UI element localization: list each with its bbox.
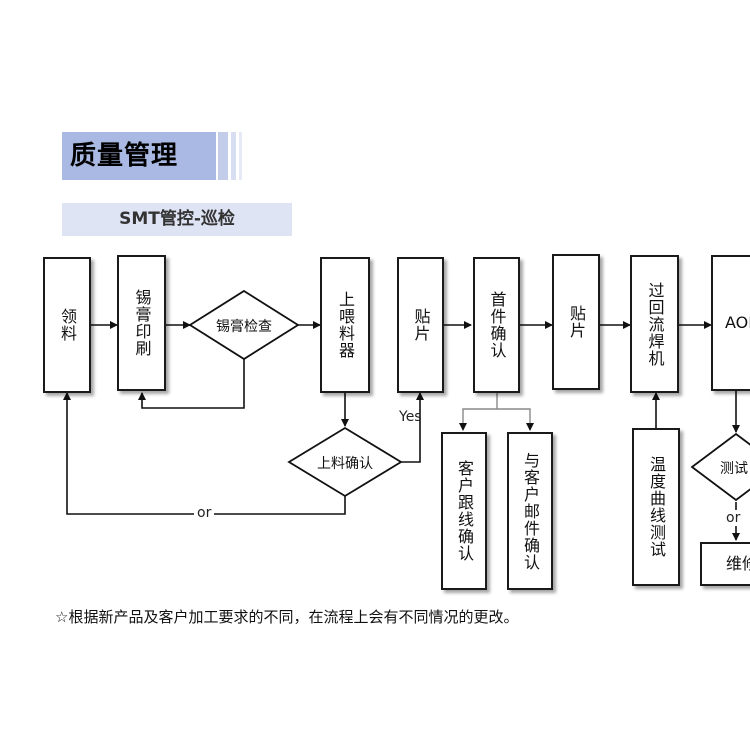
title-stripe xyxy=(231,132,236,180)
edge-label-or-2: or xyxy=(724,510,743,526)
box-wendu-quxian: 温度曲线测试 xyxy=(632,428,680,586)
box-kehu-youjian: 与客户邮件确认 xyxy=(507,432,553,590)
decision-xigao-jiancha-label: 锡膏检查 xyxy=(216,319,272,335)
decision-ceshi-label: 测试 xyxy=(720,461,748,477)
box-shoujian-queren: 首件确认 xyxy=(473,257,520,393)
box-kehu-youjian-label: 与客户邮件确认 xyxy=(521,451,540,571)
title-stripe xyxy=(239,132,242,180)
box-weixiu-label: 维修 xyxy=(726,554,750,573)
box-shang-weiliaoqi: 上喂料器 xyxy=(320,257,370,393)
box-lingliao: 领料 xyxy=(43,257,91,393)
box-tiepian-1-label: 贴片 xyxy=(411,308,431,342)
box-weixiu: 维修 xyxy=(700,542,750,586)
decision-xigao-jiancha-shape xyxy=(188,289,300,361)
edge-label-yes: Yes xyxy=(399,409,422,425)
title-background xyxy=(62,132,216,180)
box-tiepian-2: 贴片 xyxy=(552,254,600,390)
box-xigao-yinshua-label: 锡膏印刷 xyxy=(132,289,152,357)
decision-ceshi-shape xyxy=(690,432,750,502)
footnote: ☆根据新产品及客户加工要求的不同，在流程上会有不同情况的更改。 xyxy=(55,608,519,626)
decision-shangliao-queren-label: 上料确认 xyxy=(317,456,373,472)
box-tiepian-2-label: 贴片 xyxy=(567,305,586,339)
branch-shoujian-2 xyxy=(497,408,534,431)
page-title: 质量管理 xyxy=(70,141,179,171)
edge-label-or-1: or xyxy=(194,505,215,521)
box-xigao-yinshua: 锡膏印刷 xyxy=(117,255,166,391)
loop-check-to-yinshua xyxy=(138,359,245,409)
box-tiepian-1: 贴片 xyxy=(397,257,444,393)
box-lingliao-label: 领料 xyxy=(58,308,77,342)
box-guo-huiliuhan: 过回流焊机 xyxy=(630,255,679,393)
branch-shoujian xyxy=(459,393,498,431)
box-aoi: AOI xyxy=(711,255,750,391)
box-kehu-genxian-label: 客户跟线确认 xyxy=(455,460,474,562)
box-guo-huiliuhan-label: 过回流焊机 xyxy=(645,281,665,367)
page-subtitle: SMT管控-巡检 xyxy=(119,209,235,229)
decision-shangliao-queren-shape xyxy=(287,426,403,498)
title-stripe xyxy=(218,132,228,180)
box-shoujian-queren-label: 首件确认 xyxy=(487,291,507,359)
yes-confirm-to-tiepian xyxy=(401,392,424,463)
box-kehu-genxian: 客户跟线确认 xyxy=(441,432,487,590)
box-aoi-label: AOI xyxy=(725,313,750,332)
subtitle-background xyxy=(62,203,292,236)
box-wendu-quxian-label: 温度曲线测试 xyxy=(647,456,666,558)
box-shang-weiliaoqi-label: 上喂料器 xyxy=(336,291,355,359)
